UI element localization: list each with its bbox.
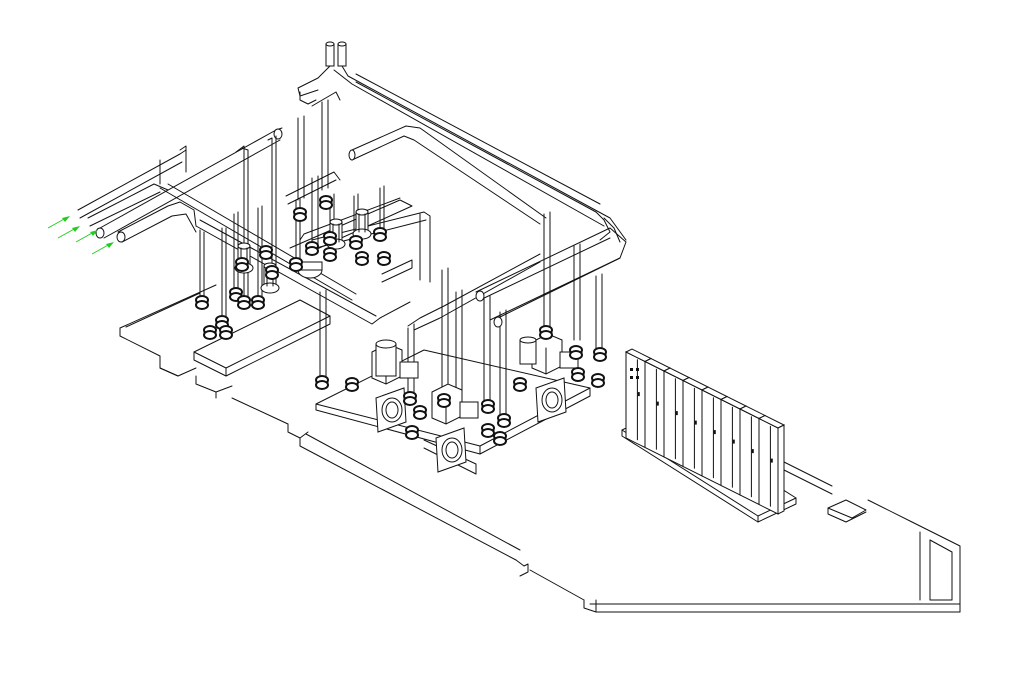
right-pump-skids (371, 333, 579, 473)
pump-skid (431, 383, 479, 473)
valve-icon (355, 251, 369, 266)
electrical-cabinet (757, 414, 786, 515)
flow-arrow (47, 216, 70, 229)
electrical-cabinets (624, 348, 786, 515)
flow-arrows (47, 216, 114, 255)
valve-icon (405, 425, 419, 440)
valve-icon (265, 265, 279, 280)
valve-icon (437, 393, 451, 408)
valve-icon (345, 377, 359, 392)
vertical-pump-icon (352, 208, 372, 240)
valve-icon (251, 295, 265, 310)
valve-icon (229, 287, 243, 302)
valve-icon (349, 235, 363, 250)
valve-icon (377, 251, 391, 266)
valve-icon (319, 195, 333, 210)
valve-icon (219, 325, 233, 340)
electrical-cabinet (681, 376, 710, 477)
valve-icon (237, 295, 251, 310)
motor-icon (375, 339, 397, 377)
valve-icon (323, 231, 337, 246)
flow-arrow (75, 230, 98, 243)
motor-icon (519, 336, 537, 365)
pump-skid (531, 333, 579, 423)
valve-icon (305, 241, 319, 256)
valve-icon (571, 367, 585, 382)
valve-icon (235, 257, 249, 272)
room-floor-outline (119, 284, 961, 613)
valve-icon (481, 399, 495, 414)
valve-icon (315, 375, 329, 390)
top-header-pipes (297, 41, 627, 243)
valve-icon (373, 227, 387, 242)
valve-icon (293, 207, 307, 222)
valve-icon (569, 345, 583, 360)
valve-icon (259, 245, 273, 260)
valve-icon (513, 377, 527, 392)
flow-arrow (57, 226, 80, 239)
electrical-cabinet (662, 367, 691, 468)
valve-icon (593, 347, 607, 362)
valve-icon (413, 405, 427, 420)
valves (195, 195, 607, 446)
flow-arrow (91, 242, 114, 255)
valve-icon (481, 423, 495, 438)
electrical-cabinet (643, 357, 672, 458)
valve-icon (497, 413, 511, 428)
valve-icon (203, 325, 217, 340)
valve-icon (493, 431, 507, 446)
valve-icon (403, 391, 417, 406)
left-pump-pad (193, 197, 413, 377)
valve-icon (539, 325, 553, 340)
valve-icon (289, 257, 303, 272)
electrical-cabinet (738, 405, 767, 506)
valve-icon (591, 373, 605, 388)
valve-icon (195, 295, 209, 310)
valve-icon (323, 247, 337, 262)
electrical-cabinet (700, 386, 729, 487)
electrical-cabinet-end (777, 424, 785, 515)
